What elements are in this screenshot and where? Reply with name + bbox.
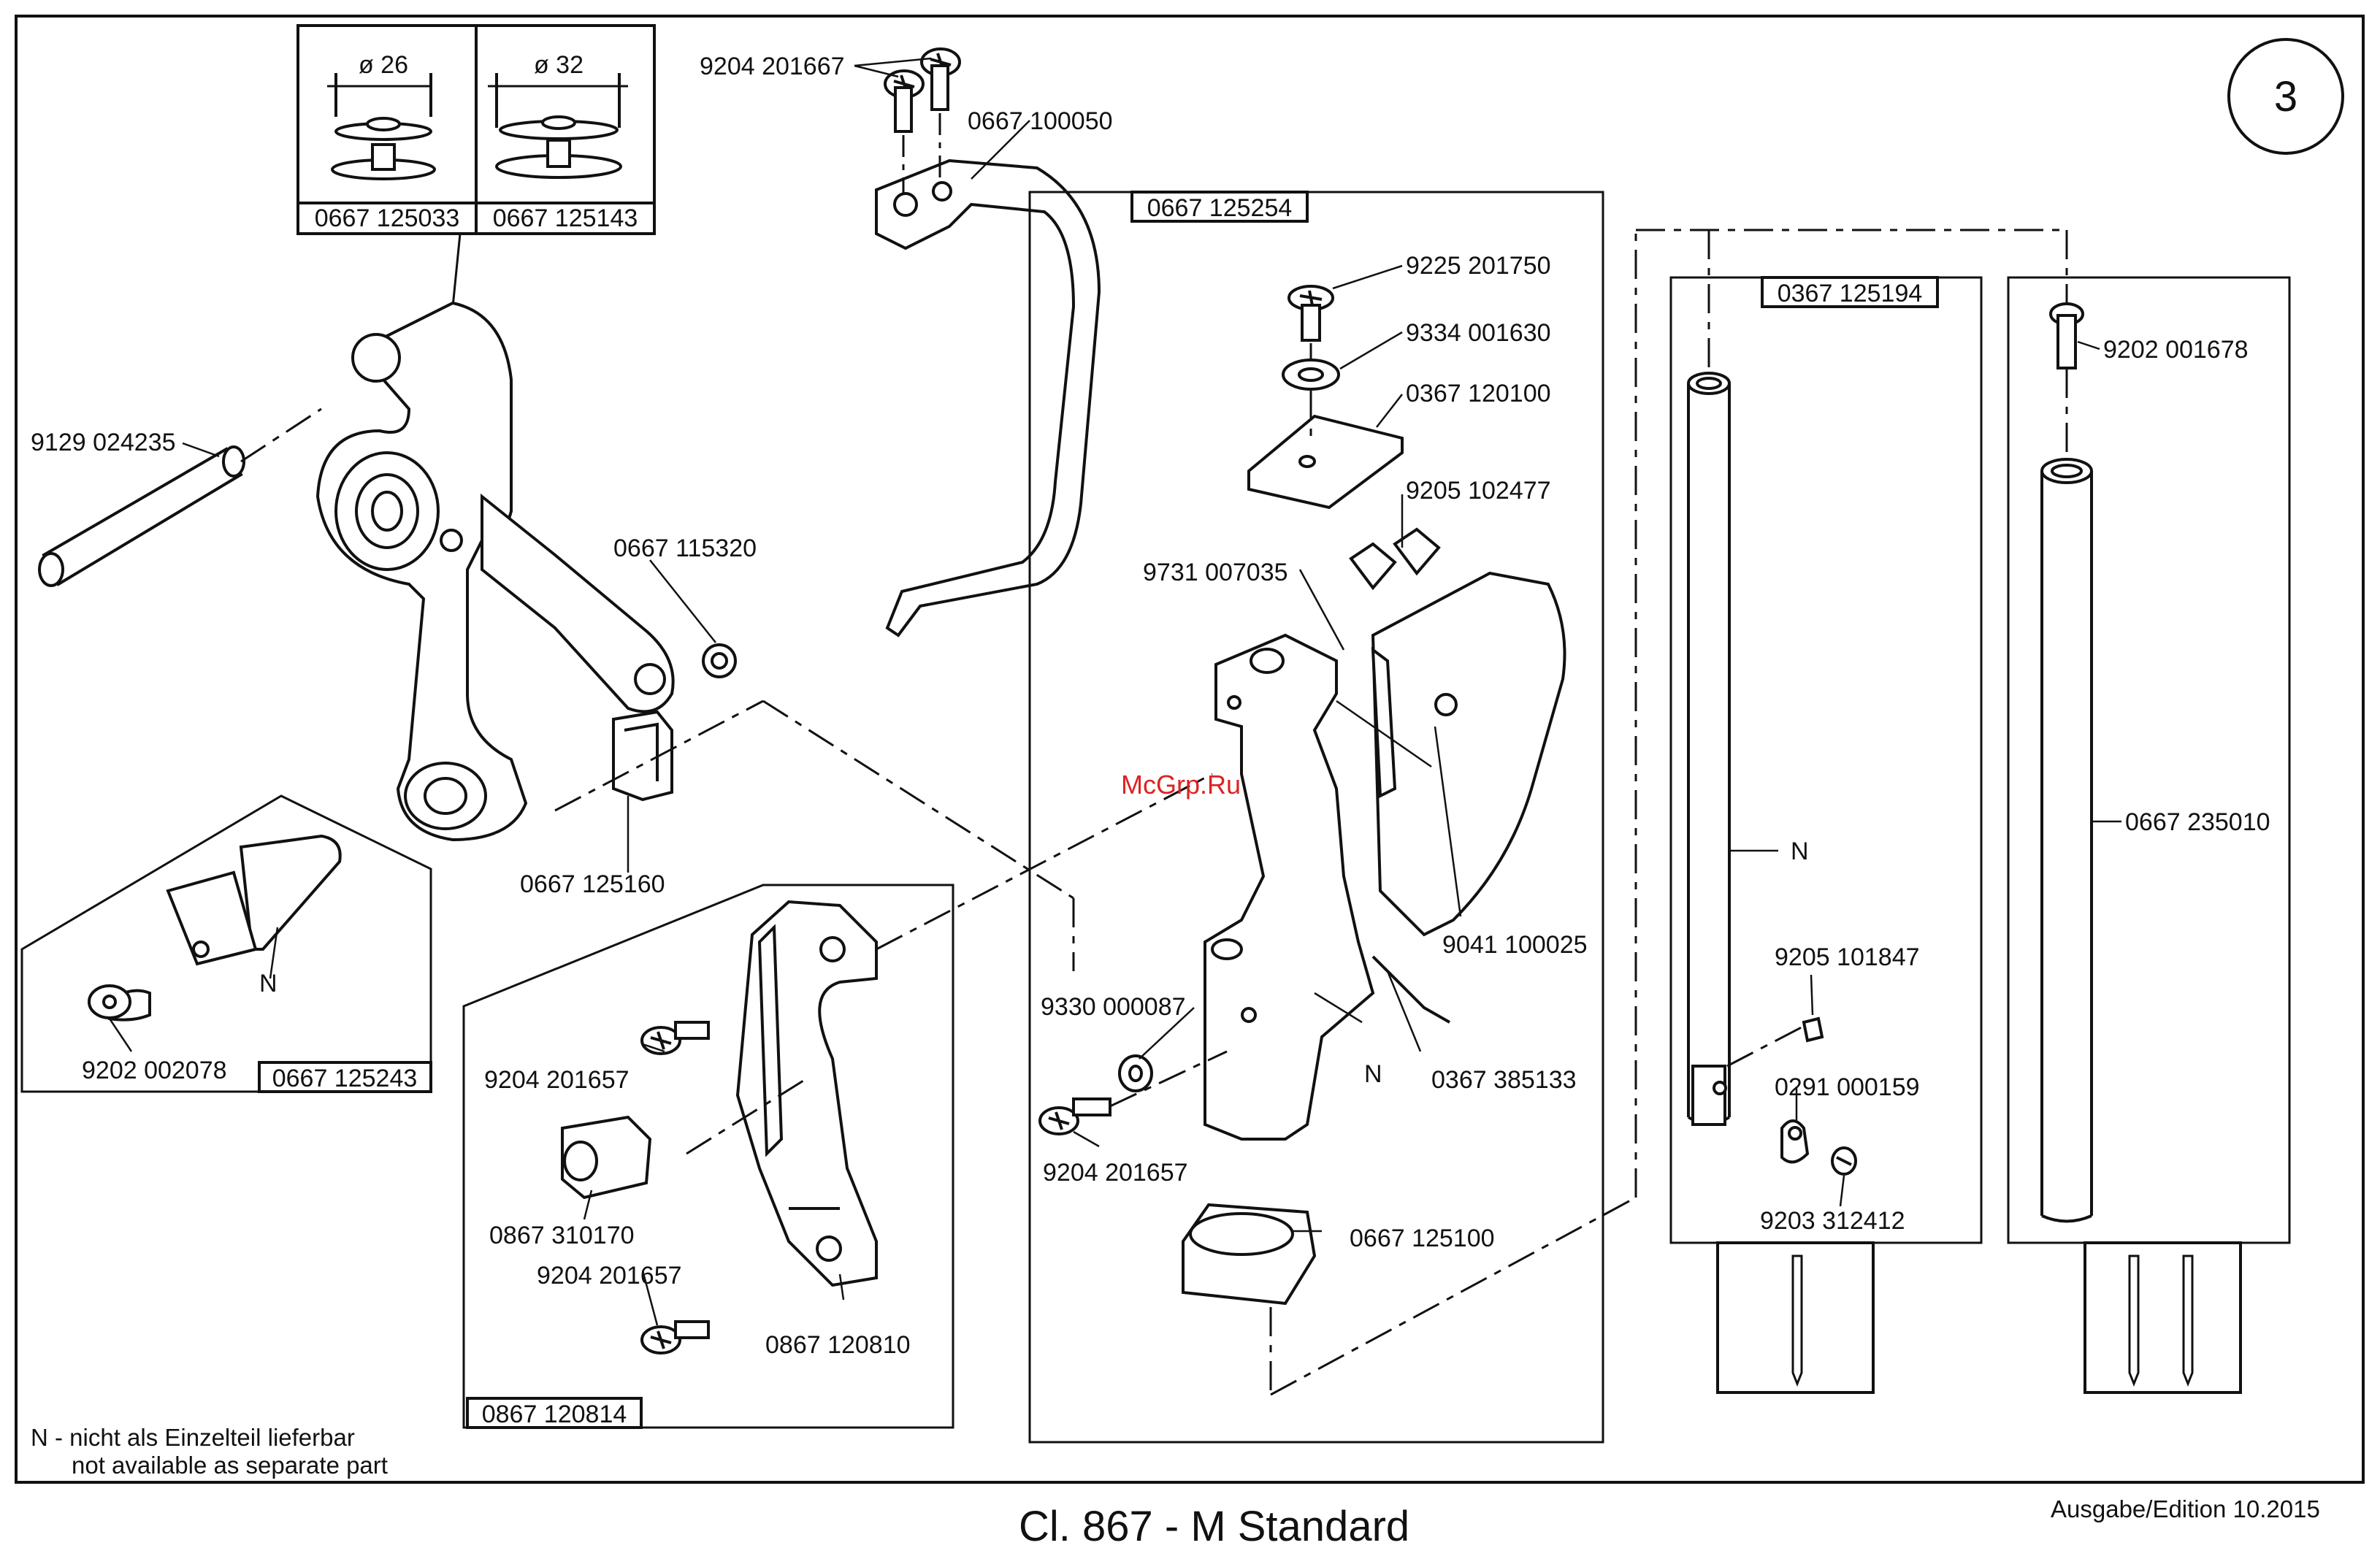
note-english: not available as separate part [72,1452,388,1479]
screw-c-part [1038,1097,1111,1135]
pads-part [1349,527,1441,591]
group-2-outline [462,884,954,1429]
bobbin-table: ø 26 ø 32 0667 125033 0667 125143 [296,24,656,235]
label-screws-top: 9204 201667 [700,53,845,80]
outer-frame [15,15,2365,1484]
label-clip: 0667 125160 [520,870,665,898]
group-2-box [466,1397,643,1429]
top-arm-part [875,158,1101,637]
set-screw-part [1802,1016,1824,1043]
group-5-outline [2007,276,2291,1244]
label-washer: 9334 001630 [1406,319,1551,347]
bracket-part [735,900,878,1287]
crank-assembly [315,233,675,842]
group-4-box [1761,276,1939,308]
diagram-title: Cl. 867 - M Standard [1019,1503,1409,1550]
screw-d-part [1831,1146,1857,1176]
bobbin-large-icon [488,73,628,179]
group-3-box [1130,191,1309,223]
screw-a-part [640,1021,710,1055]
label-plate: 0367 120100 [1406,380,1551,407]
label-pin-right: 9041 100025 [1442,931,1588,959]
needle-single-box [1716,1241,1875,1394]
group-3-outline [1028,191,1604,1444]
label-screw-a: 9204 201657 [484,1066,630,1094]
label-washer2: 9330 000087 [1041,993,1186,1021]
label-nut: 0867 310170 [489,1222,635,1249]
group-4-label: 0367 125194 [1778,280,1923,307]
clip-part [612,710,673,802]
bobbin-small-size: ø 26 [359,51,408,79]
label-rod-thin: 9731 007035 [1143,559,1288,586]
label-pads: 9205 102477 [1406,477,1551,505]
arm-clamp-part [108,834,342,1022]
leader-lines [108,57,2121,1326]
label-bar-right: 0667 235010 [2125,808,2270,836]
socket-screw-e-part [2049,302,2084,369]
bobbin-large-part: 0667 125143 [493,204,638,232]
label-screw-c: 9204 201657 [1043,1159,1188,1187]
needle-double-box [2084,1241,2242,1394]
page-number-circle [2227,38,2344,155]
shaft-right-part [1371,955,1450,1024]
screw-b-part [640,1320,710,1355]
plate-part [1247,414,1404,510]
group-1-label: 0667 125243 [272,1065,418,1092]
right-bar-part [2040,458,2093,1223]
label-screw-b: 9204 201657 [537,1262,682,1290]
bobbin-small-part: 0667 125033 [315,204,460,232]
label-screw-top2: 9225 201750 [1406,252,1551,280]
label-set-screw: 9205 101847 [1775,943,1920,971]
watermark: McGrp.Ru [1121,770,1241,800]
label-n-left: N [259,970,278,997]
edition: Ausgabe/Edition 10.2015 [2051,1495,2320,1522]
top-screw-2 [1287,285,1334,342]
label-n-mid: N [1364,1060,1382,1088]
foot-part [1182,1203,1317,1306]
bobbin-large-size: ø 32 [534,51,583,79]
small-bush [702,643,737,678]
label-clamp: 0291 000159 [1775,1073,1920,1101]
label-arm-top: 0667 100050 [968,107,1113,135]
group-1-box [258,1061,432,1093]
bobbin-small-icon [327,73,436,180]
clamp-part [1780,1119,1810,1164]
washer-2-part [1118,1054,1153,1092]
group-2-label: 0867 120814 [482,1401,627,1428]
mid-block-part [1371,571,1566,937]
needle-bar-part [1687,372,1731,1126]
label-bush-small: 0667 115320 [613,535,757,562]
presser-body-part [1204,633,1375,1141]
label-screw-e: 9202 001678 [2103,336,2249,364]
label-bracket: 0867 120810 [765,1331,911,1359]
nut-part [561,1115,652,1200]
top-screws [884,47,961,133]
label-n-bar: N [1791,838,1809,865]
label-shaft-right: 0367 385133 [1431,1066,1577,1094]
pin-part [38,445,245,587]
socket-screw-left [88,984,131,1019]
page-number: 3 [2274,73,2297,120]
label-foot: 0667 125100 [1350,1225,1495,1252]
note-german: N - nicht als Einzelteil lieferbar [31,1424,355,1451]
label-screw-d: 9203 312412 [1760,1207,1905,1235]
assembly-lines [554,229,2068,1396]
label-screw-left: 9202 002078 [82,1057,227,1084]
group-3-label: 0667 125254 [1147,194,1293,222]
label-pin: 9129 024235 [31,429,176,456]
washer-part [1282,359,1340,391]
